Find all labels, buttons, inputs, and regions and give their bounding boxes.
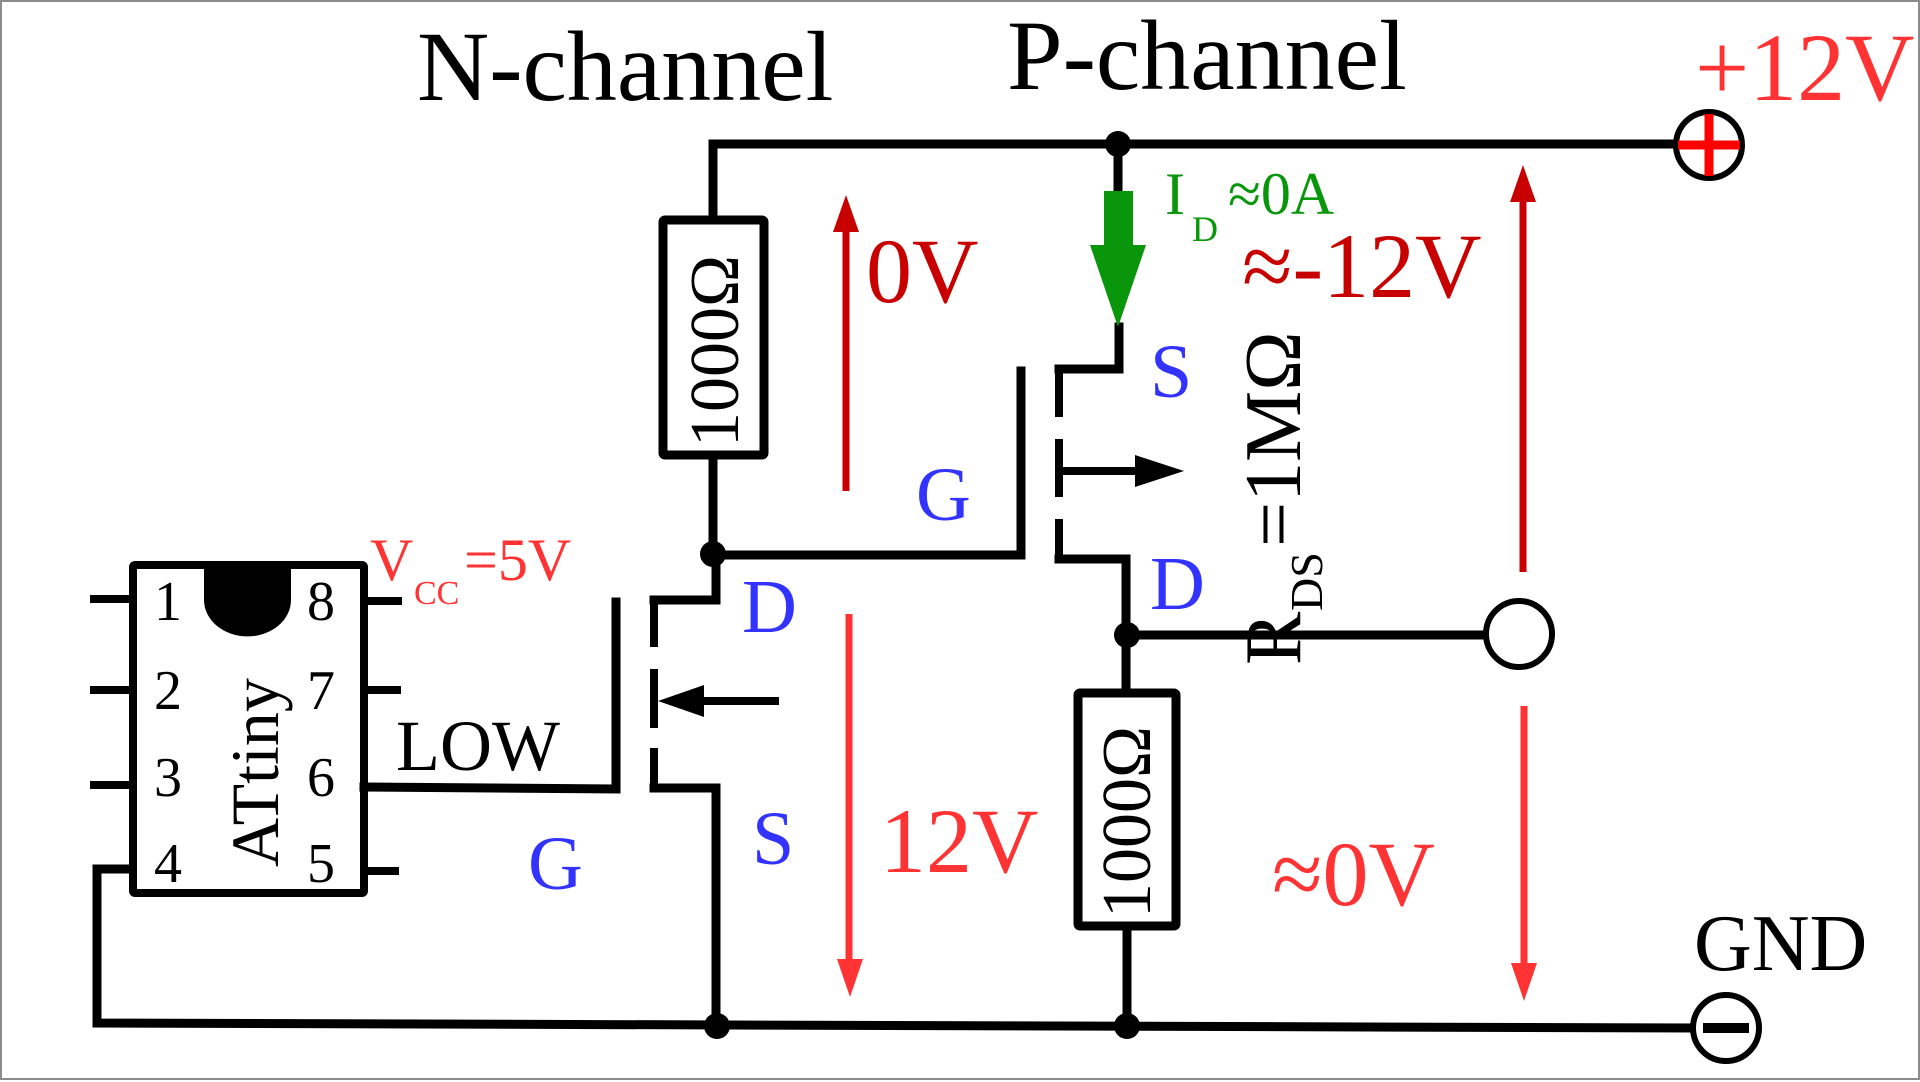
n-mosfet-symbol: [649, 549, 779, 1031]
nmos-gate-label: G: [528, 822, 583, 906]
output-state-label: LOW: [396, 706, 560, 786]
ground-rail-wire: [92, 864, 1698, 1033]
nmos-source-label: S: [752, 797, 794, 881]
drain-current-arrow-icon: [1090, 191, 1146, 327]
positive-supply-label: +12V: [1695, 14, 1914, 121]
pin-label-2: 2: [154, 660, 182, 722]
vcc-value: =5V: [464, 527, 571, 593]
lower-resistor-value: 1000Ω: [1089, 726, 1166, 918]
p-channel-title: P-channel: [1007, 2, 1407, 111]
current-value: ≈0A: [1228, 161, 1334, 227]
minus-terminal-icon: [1690, 992, 1762, 1064]
vcc-subscript: CC: [414, 575, 459, 612]
vcc-label: V: [370, 527, 413, 593]
upper-resistor: 1000Ω: [658, 215, 769, 460]
lower-resistor: 1000Ω: [1073, 688, 1181, 931]
pmos-gate-wire: [708, 366, 1026, 560]
nmos-gate-wire: [359, 597, 621, 794]
pin-label-8: 8: [307, 571, 335, 633]
upper-resistor-value: 1000Ω: [677, 255, 754, 447]
output-voltage-arrow-icon: [1511, 706, 1537, 1001]
nmos-drain-label: D: [742, 565, 797, 649]
pin-label-4: 4: [154, 833, 182, 895]
pin-label-3: 3: [154, 747, 182, 809]
gate-voltage-arrow-icon: [833, 195, 859, 491]
pmos-vds-label: ≈-12V: [1242, 215, 1482, 317]
pmos-drain-label: D: [1150, 542, 1205, 626]
output-voltage-label: ≈0V: [1272, 823, 1435, 925]
chip-notch-icon: [204, 565, 291, 637]
gate-voltage-label: 0V: [866, 220, 978, 322]
ground-label: GND: [1694, 900, 1867, 988]
plus-terminal-icon: [1673, 109, 1745, 181]
rds-subscript: DS: [1281, 552, 1332, 611]
current-subscript: D: [1192, 209, 1218, 249]
output-terminal-icon: [1483, 598, 1555, 670]
pmos-source-label: S: [1150, 330, 1192, 414]
pin-label-6: 6: [307, 747, 335, 809]
chip-name: ATtiny: [217, 678, 293, 867]
current-label: I: [1165, 161, 1185, 227]
pmos-arrow-icon: [1135, 455, 1184, 487]
pmos-gate-label: G: [916, 453, 971, 537]
positive-rail-wire: [708, 139, 1681, 222]
nmos-arrow-icon: [658, 685, 704, 717]
nmos-vds-arrow-icon: [837, 614, 863, 997]
pin-label-1: 1: [154, 571, 182, 633]
pmos-vds-arrow-icon: [1510, 165, 1536, 572]
pin-label-5: 5: [307, 833, 335, 895]
nmos-vds-label: 12V: [880, 790, 1038, 892]
attiny-chip: 1 2 3 4 8 7 6 5 ATtiny: [90, 561, 402, 897]
pin-label-7: 7: [307, 660, 335, 722]
rds-label: R DS =1MΩ: [1230, 331, 1332, 665]
n-channel-title: N-channel: [417, 11, 833, 122]
rds-value: =1MΩ: [1230, 331, 1318, 547]
